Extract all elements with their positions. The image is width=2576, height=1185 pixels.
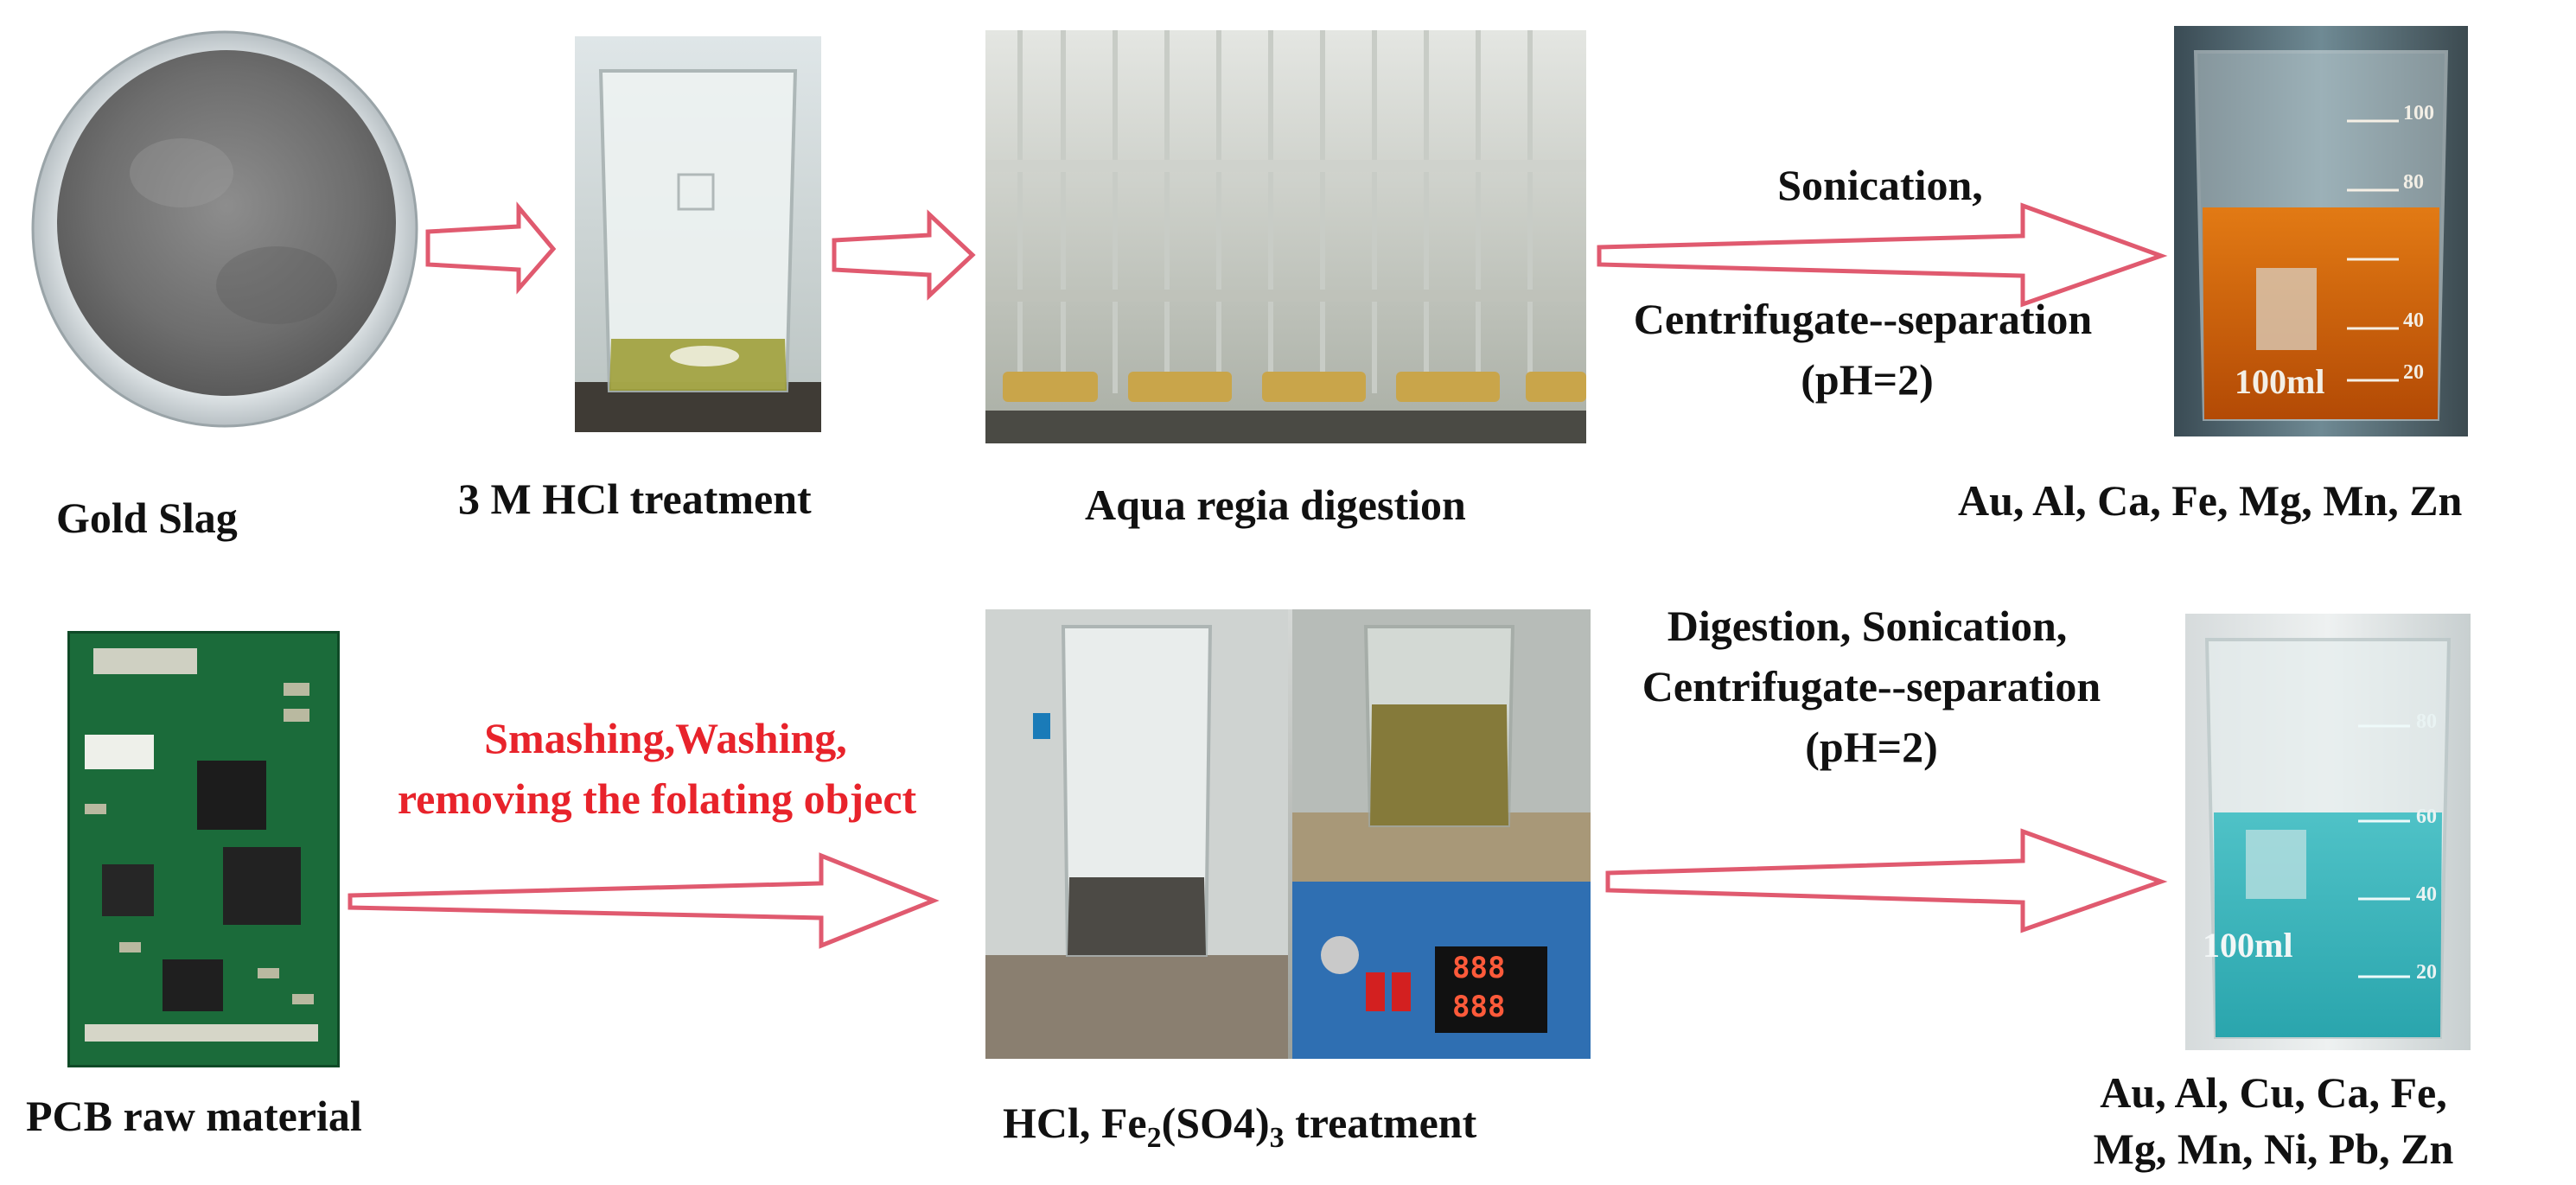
bottom-beaker-tick-40: 40 bbox=[2416, 883, 2437, 906]
gold-slag-label: Gold Slag bbox=[56, 494, 238, 542]
aqua-regia-photo bbox=[985, 30, 1586, 443]
top-beaker-tick-20: 20 bbox=[2403, 361, 2424, 384]
hotplate-digits-bottom: 888 bbox=[1452, 990, 1506, 1024]
top-beaker-tick-100: 100 bbox=[2403, 102, 2434, 124]
bottom-arrow1-label-2: removing the folating object bbox=[397, 774, 917, 823]
arrow-pcb-to-treatment bbox=[348, 852, 940, 949]
treatment-label-suffix: treatment bbox=[1284, 1099, 1477, 1147]
arrow-treatment-to-result bbox=[1605, 828, 2168, 933]
treatment-label-sub2: 3 bbox=[1269, 1122, 1285, 1154]
top-beaker-tick-40: 40 bbox=[2403, 309, 2424, 332]
bottom-arrow2-label-1: Digestion, Sonication, bbox=[1667, 602, 2068, 650]
hotplate-digits-top: 888 bbox=[1452, 951, 1506, 985]
gold-slag-photo bbox=[26, 26, 424, 432]
bottom-beaker-tick-80: 80 bbox=[2416, 710, 2437, 733]
top-arrow-label-2: Centrifugate--separation bbox=[1633, 295, 2093, 343]
bottom-arrow2-label-2: Centrifugate--separation bbox=[1642, 662, 2101, 710]
bottom-beaker-volume: 100ml bbox=[2203, 926, 2293, 965]
top-result-label: Au, Al, Ca, Fe, Mg, Mn, Zn bbox=[1958, 476, 2463, 525]
hcl-beaker-photo bbox=[575, 36, 821, 432]
result-beaker-bottom-photo bbox=[2185, 614, 2471, 1050]
treatment-label-prefix: HCl, Fe bbox=[1003, 1099, 1147, 1147]
result-beaker-top-photo bbox=[2174, 26, 2468, 436]
arrow-hcl-to-aqua bbox=[832, 209, 976, 301]
bottom-result-label-1: Au, Al, Cu, Ca, Fe, bbox=[2100, 1068, 2447, 1117]
pcb-board-photo bbox=[67, 631, 340, 1067]
treatment-label: HCl, Fe2(SO4)3 treatment bbox=[1003, 1098, 1476, 1155]
top-arrow-label-3: (pH=2) bbox=[1801, 355, 1934, 404]
treatment-label-sub1: 2 bbox=[1146, 1122, 1162, 1154]
treatment-photo bbox=[985, 609, 1591, 1059]
top-beaker-tick-80: 80 bbox=[2403, 171, 2424, 194]
arrow-slag-to-hcl bbox=[425, 201, 557, 295]
pcb-raw-material-label: PCB raw material bbox=[26, 1092, 362, 1140]
treatment-label-mid: (SO4) bbox=[1161, 1099, 1270, 1147]
bottom-arrow2-label-3: (pH=2) bbox=[1805, 723, 1938, 771]
bottom-beaker-tick-20: 20 bbox=[2416, 961, 2437, 984]
bottom-arrow1-label-1: Smashing,Washing, bbox=[484, 714, 847, 762]
aqua-regia-label: Aqua regia digestion bbox=[1085, 481, 1466, 529]
top-beaker-volume: 100ml bbox=[2235, 362, 2325, 401]
arrow-aqua-to-result bbox=[1597, 202, 2168, 308]
bottom-beaker-tick-60: 60 bbox=[2416, 806, 2437, 828]
hcl-treatment-label: 3 M HCl treatment bbox=[458, 475, 812, 523]
bottom-result-label-2: Mg, Mn, Ni, Pb, Zn bbox=[2093, 1124, 2454, 1173]
top-arrow-label-1: Sonication, bbox=[1777, 161, 1983, 209]
